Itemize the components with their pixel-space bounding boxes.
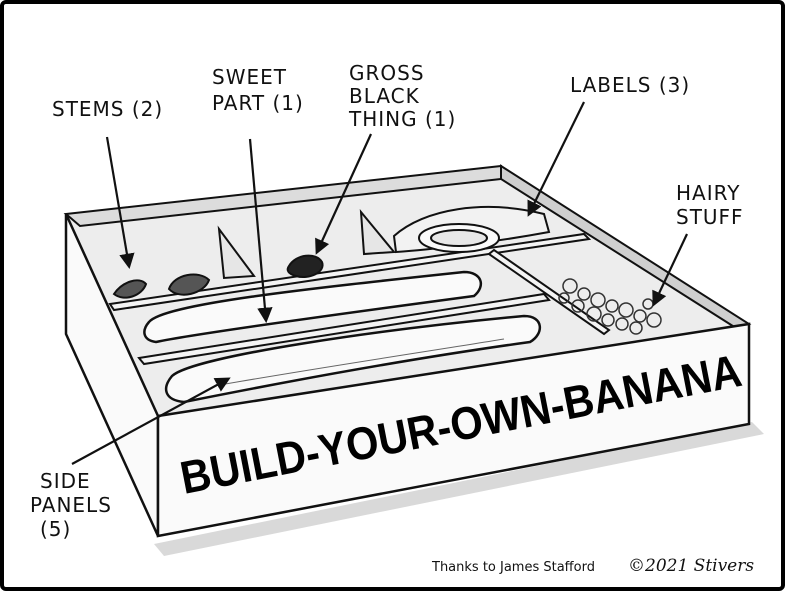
- label-gross-line1: GROSS: [349, 61, 425, 85]
- box-shadow: [154, 422, 764, 556]
- compartment-dividers: [108, 208, 611, 366]
- label-gross-line2: BLACK: [349, 84, 420, 108]
- stems: [112, 273, 211, 299]
- label-sweet-line2: PART (1): [212, 91, 304, 115]
- hairy-stuff: [558, 278, 662, 335]
- sweet-part: [143, 270, 483, 344]
- box-front-wall: [156, 322, 751, 538]
- arrow-gross: [315, 133, 373, 255]
- arrow-sweet: [248, 138, 273, 324]
- arrow-hairy: [652, 233, 688, 307]
- label-sweet-line1: SWEET: [212, 65, 287, 89]
- copyright-signature: ©2021 Stivers: [628, 556, 755, 576]
- label-stems: STEMS (2): [52, 97, 164, 121]
- credit-text: Thanks to James Stafford: [432, 560, 595, 575]
- label-side-line1: SIDE: [40, 469, 91, 493]
- arrow-side: [71, 377, 231, 465]
- label-labels: LABELS (3): [570, 73, 691, 97]
- label-side-line3: (5): [40, 517, 72, 541]
- side-panel-line: [213, 338, 505, 387]
- gross-black-thing: [286, 254, 324, 278]
- label-hairy-line1: HAIRY: [676, 181, 741, 205]
- label-side-line2: PANELS: [30, 493, 112, 517]
- label-arrows: [71, 101, 688, 465]
- banana-labels: [392, 206, 551, 254]
- label-gross-line3: THING (1): [349, 107, 457, 131]
- label-hairy-line2: STUFF: [676, 205, 744, 229]
- cartoon-illustration: BUILD-YOUR-OWN-BANANA: [63, 101, 764, 556]
- arrow-stems: [105, 136, 135, 270]
- arrow-labels: [527, 101, 585, 217]
